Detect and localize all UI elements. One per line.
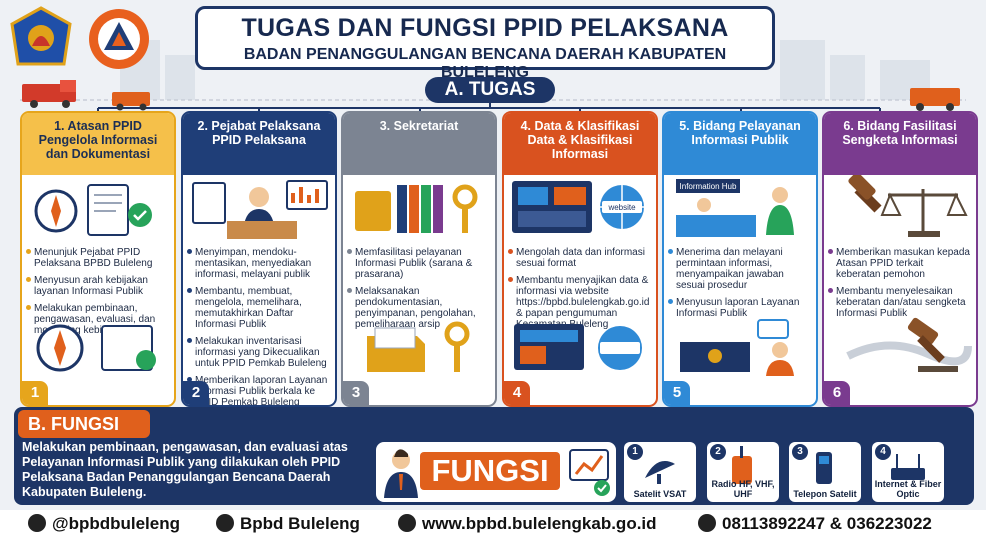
tugas-card-list: Menunjuk Pejabat PPID Pelaksana BPBD Bul…	[22, 243, 174, 336]
tugas-card-item: Menerima dan melayani permintaan informa…	[668, 247, 810, 291]
rescue-truck-right-icon	[910, 88, 960, 111]
tugas-card-item: Membantu, membuat, mengelola, memelihara…	[187, 286, 329, 330]
footer-instagram[interactable]: @bpbdbuleleng	[28, 513, 180, 535]
website-url: www.bpbd.bulelengkab.go.id	[422, 514, 657, 533]
instagram-icon	[28, 514, 46, 532]
radio-icon	[732, 446, 752, 484]
tugas-card-item: Melakukan inventarisasi informasi yang D…	[187, 336, 329, 369]
phone-icon	[698, 514, 716, 532]
tugas-card-item: Memberikan masukan kepada Atasan PPID te…	[828, 247, 970, 280]
tugas-card-lower-illustration	[668, 316, 816, 381]
comm-label: Satelit VSAT	[633, 489, 687, 499]
footer-phone[interactable]: 08113892247 & 036223022	[698, 513, 932, 535]
comm-number: 1	[627, 444, 643, 460]
tugas-card-number: 1	[22, 381, 48, 405]
tugas-card-number: 4	[504, 381, 530, 405]
page-subtitle: BADAN PENANGGULANGAN BENCANA DAERAH KABU…	[243, 46, 727, 81]
comm-number: 3	[792, 444, 808, 460]
tugas-card-item: Memfasilitasi pelayanan Informasi Publik…	[347, 247, 489, 280]
satellite-dish-icon	[645, 461, 675, 484]
tugas-card-list: Menyimpan, mendoku-mentasikan, menyediak…	[183, 243, 335, 407]
tugas-card-lower-illustration	[828, 316, 976, 381]
tugas-card-item: Menyusun laporan Layanan Informasi Publi…	[668, 297, 810, 319]
tugas-card-number: 5	[664, 381, 690, 405]
tugas-card-list: Memfasilitasi pelayanan Informasi Publik…	[343, 243, 495, 330]
globe-icon	[398, 514, 416, 532]
tugas-card-item: Menyusun arah kebijakan layanan Informas…	[26, 275, 168, 297]
tugas-card-title: 2. Pejabat Pelaksana PPID Pelaksana	[183, 113, 335, 175]
tugas-card-item: Melakukan pembinaan, pengawasan, evaluas…	[26, 303, 168, 336]
tugas-card-list: Menerima dan melayani permintaan informa…	[664, 243, 816, 319]
tugas-card-title: 1. Atasan PPID Pengelola Informasi dan D…	[22, 113, 174, 175]
pemkab-buleleng-logo	[10, 6, 72, 66]
tugas-section-badge: A. TUGAS	[425, 77, 555, 103]
tugas-card-illustration: website	[508, 175, 652, 243]
tugas-card-item: Memberikan laporan Layanan Informasi Pub…	[187, 375, 328, 407]
fungsi-headline: FUNGSI	[420, 452, 560, 490]
phone-number: 08113892247 & 036223022	[722, 514, 932, 533]
comm-number: 2	[710, 444, 726, 460]
tugas-card-number: 6	[824, 381, 850, 405]
comm-label: Internet & Fiber Optic	[874, 479, 942, 499]
footer-contact-bar: @bpbdbuleleng Bpbd Buleleng www.bpbd.bul…	[0, 510, 986, 538]
tugas-card-illustration	[187, 175, 331, 243]
tugas-card-item: Membantu menyelesaikan keberatan dan/ata…	[828, 286, 970, 319]
tugas-card-item: Menyimpan, mendoku-mentasikan, menyediak…	[187, 247, 329, 280]
tugas-card-item: Menunjuk Pejabat PPID Pelaksana BPBD Bul…	[26, 247, 168, 269]
website-label: website	[607, 203, 636, 212]
satellite-phone-icon	[816, 452, 832, 484]
tugas-card-title: 3. Sekretariat	[343, 113, 495, 175]
tugas-card-number: 3	[343, 381, 369, 405]
tugas-card-lower-illustration	[508, 316, 656, 381]
officer-icon	[384, 449, 418, 498]
fire-truck-icon	[22, 80, 76, 108]
facebook-icon	[216, 514, 234, 532]
router-icon	[891, 454, 925, 480]
page-title: TUGAS DAN FUNGSI PPID PELAKSANA	[241, 14, 729, 42]
tugas-card-title: 4. Data & Klasifikasi Data & Klasifikasi…	[504, 113, 656, 175]
tugas-card-title: 5. Bidang Pelayanan Informasi Publik	[664, 113, 816, 175]
footer-facebook[interactable]: Bpbd Buleleng	[216, 513, 360, 535]
tugas-card-1: 1. Atasan PPID Pengelola Informasi dan D…	[20, 111, 176, 407]
header-panel: TUGAS DAN FUNGSI PPID PELAKSANA BADAN PE…	[195, 6, 775, 81]
comm-label: Radio HF, VHF, UHF	[711, 479, 775, 499]
facebook-name: Bpbd Buleleng	[240, 514, 360, 533]
tugas-card-title: 6. Bidang Fasilitasi Sengketa Informasi	[824, 113, 976, 175]
instagram-handle: @bpbdbuleleng	[52, 514, 181, 533]
tugas-card-illustration: Information Hub	[668, 175, 812, 243]
info-hub-label: Information Hub	[680, 182, 737, 191]
tugas-card-illustration	[26, 175, 170, 243]
tugas-card-illustration	[828, 172, 972, 243]
comm-number: 4	[875, 444, 891, 460]
tugas-card-list: Memberikan masukan kepada Atasan PPID te…	[824, 243, 976, 319]
rescue-truck-icon	[112, 92, 150, 111]
tugas-card-lower-illustration	[26, 316, 174, 381]
footer-website[interactable]: www.bpbd.bulelengkab.go.id	[398, 513, 657, 535]
fungsi-description: Melakukan pembinaan, pengawasan, dan eva…	[22, 440, 348, 499]
bpbd-logo	[89, 9, 149, 69]
tugas-card-number: 2	[183, 381, 209, 405]
fungsi-section-badge: B. FUNGSI	[18, 410, 150, 438]
tugas-card-item: Mengolah data dan informasi sesuai forma…	[508, 247, 650, 269]
tugas-card-illustration	[347, 175, 491, 243]
comm-label: Telepon Satelit	[793, 489, 857, 499]
analytics-icon	[569, 449, 610, 496]
tugas-card-lower-illustration	[347, 316, 495, 381]
tugas-card-4: 4. Data & Klasifikasi Data & Klasifikasi…	[502, 111, 658, 407]
tugas-card-item: Melaksanakan pendokumentasian, penyimpan…	[347, 286, 489, 330]
